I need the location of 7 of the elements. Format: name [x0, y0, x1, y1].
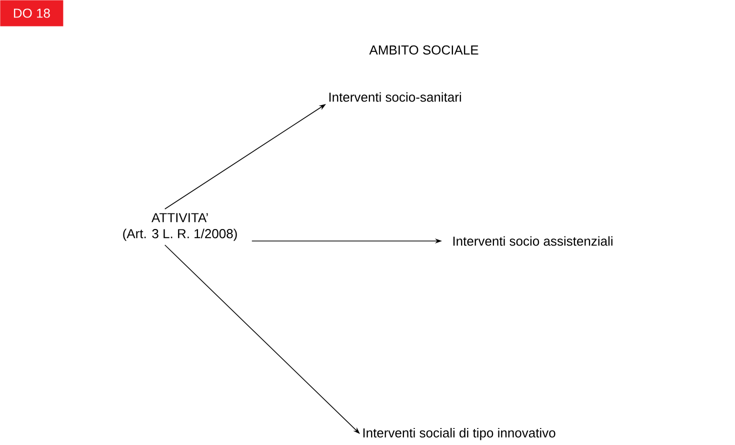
arrow [164, 244, 360, 434]
tag: DO 18 [0, 0, 64, 26]
text-label: ATTIVITA’ (Art. 3 L. R. 1/2008) [123, 213, 237, 241]
text-label: Interventi socio-sanitari [329, 92, 461, 102]
title: AMBITO SOCIALE [369, 45, 478, 55]
text-label: Interventi sociali di tipo innovativo [363, 428, 556, 440]
text-label: Interventi socio assistenziali [453, 236, 612, 246]
